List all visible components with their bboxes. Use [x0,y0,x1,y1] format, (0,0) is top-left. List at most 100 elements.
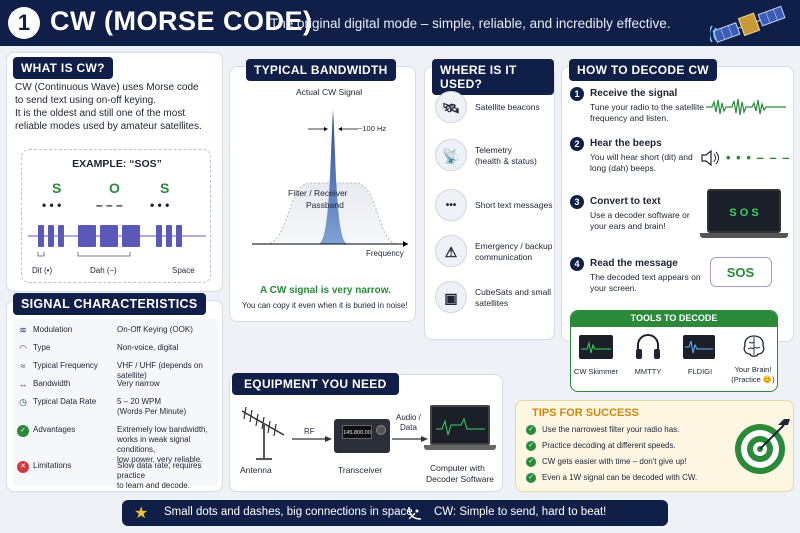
signal-value-line: low power, very reliable. [117,455,203,464]
wifi-icon: ◠ [19,343,27,353]
check-icon: ✓ [526,473,536,483]
tool-mmtty: MMTTY [634,367,662,376]
speaker-icon [701,149,719,167]
signal-value-line: Non-voice, digital [117,343,179,352]
what-is-cw-title: WHAT IS CW? [13,57,113,79]
beeps-symbols: • • • – – – [726,150,791,165]
equipment-panel: EQUIPMENT YOU NEED Antenna RF 145.800.00… [229,373,503,492]
star-icon: ★ [134,505,149,522]
signal-value-line: Extremely low bandwidth, [117,425,208,434]
signal-value: Non-voice, digital [117,343,222,353]
letter-s2: S [160,180,170,196]
radio-display: 145.800.00 [343,430,371,436]
letter-o: O [109,180,120,196]
where-label: Short text messages [475,200,553,210]
step-desc: your screen. [590,283,637,293]
headphones-icon [636,334,660,359]
tips-title: TIPS FOR SUCCESS [532,407,639,419]
step-number: 4 [570,257,584,271]
step-desc: your ears and brain! [590,221,666,231]
signal-value-line: Slow data rate, requires practice [117,461,202,480]
where-used-panel: WHERE IS IT USED? 🛰Satellite beacons📡Tel… [424,59,555,340]
what-line-1: CW (Continuous Wave) uses Morse code [15,82,199,93]
step-title: Receive the signal [590,88,678,99]
decode-title: HOW TO DECODE CW [569,59,717,81]
tool-your-brain: Your Brain! [734,365,772,374]
audio-arrow [392,436,428,442]
tip-3: ✓CW gets easier with time – don't give u… [526,457,687,467]
step-title: Convert to text [590,196,661,207]
signal-value: Extremely low bandwidth,works in weak si… [117,425,222,465]
target-icon [735,419,790,474]
bandwidth-diagram [252,109,408,247]
fldigi-icon [683,335,715,359]
laptop-icon: S O S [707,189,781,233]
step-desc: long (dah) beeps. [590,163,657,173]
where-label: Emergency / backup [475,241,553,251]
tip-4: ✓Even a 1W signal can be decoded with CW… [526,473,697,483]
sos-example-box: EXAMPLE: “SOS” S O S • • • – – – • • • [21,149,211,283]
check-icon: ✓ [526,457,536,467]
equipment-title: EQUIPMENT YOU NEED [232,373,399,395]
tools-panel: TOOLS TO DECODE CW Skimmer MMTTY FLDIGI … [570,310,778,392]
footer-bar: ★ Small dots and dashes, big connections… [122,500,668,526]
modulation-icon: ≋ [19,325,27,335]
transceiver-icon: 145.800.00 [334,419,390,453]
signal-value: Very narrow [117,379,222,389]
page-subtitle: The original digital mode – simple, reli… [270,16,671,31]
step-number: 3 [570,195,584,209]
dit-label: Dit (•) [32,266,53,275]
letter-s1: S [52,180,62,196]
step-number: 1 [570,87,584,101]
cubesat-icon: ▣ [435,281,467,313]
brain-icon [743,335,765,357]
sos-message-text: SOS [726,265,755,280]
bandwidth-panel: TYPICAL BANDWIDTH Actual CW Signal ~100 … [229,59,416,322]
filter-label-2: Passband [306,200,344,210]
footer-left: Small dots and dashes, big connections i… [164,506,416,518]
step-desc: frequency and listen. [590,113,669,123]
signal-value-line: On-Off Keying (OOK) [117,325,193,334]
check-icon: ✓ [526,441,536,451]
signal-title: SIGNAL CHARACTERISTICS [13,293,206,315]
signal-value-line: VHF / UHF (depends on satellite) [117,361,203,380]
step-title: Read the message [590,258,678,269]
page-title: CW (MORSE CODE) [50,6,313,36]
satellite-icon [710,5,786,43]
example-title: EXAMPLE: “SOS” [72,158,162,170]
signal-label: Advantages [33,425,76,434]
tools-title-bar [571,311,777,327]
bandwidth-title: TYPICAL BANDWIDTH [246,59,396,81]
signal-value-line: to learn and decode. [117,481,190,490]
section-number: 1 [8,7,40,39]
tips-panel: TIPS FOR SUCCESS ✓Use the narrowest filt… [515,400,794,492]
signal-label: Bandwidth [33,379,71,388]
where-title: WHERE IS IT USED? [432,59,554,95]
sos-message-bubble: SOS [710,257,772,287]
where-label-2: communication [475,252,533,262]
speed-icon: ◷ [19,397,27,407]
tool-cw-skimmer: CW Skimmer [573,367,619,376]
step-title: Hear the beeps [590,138,662,149]
check-icon: ✓ [17,425,29,437]
where-label-2: satellites [475,298,509,308]
dish-icon: 📡 [435,139,467,171]
receive-waveform-icon [706,98,786,116]
computer-icon [430,405,490,445]
chat-icon: ••• [435,189,467,221]
tools-title: TOOLS TO DECODE [630,313,718,323]
step-desc: Tune your radio to the satellite [590,102,705,112]
rf-arrow [292,436,332,442]
step-number: 2 [570,137,584,151]
narrow-note: A CW signal is very narrow. [260,285,391,296]
where-label-2: (health & status) [475,156,537,166]
sos-waveform [28,225,206,247]
tip-2: ✓Practice decoding at different speeds. [526,441,676,451]
laptop-screen-text: S O S [729,207,759,219]
where-label: Satellite beacons [475,102,540,112]
signal-label: Limitations [33,461,72,470]
tool-practice: (Practice 😊) [731,375,775,384]
space-label: Space [172,266,195,275]
